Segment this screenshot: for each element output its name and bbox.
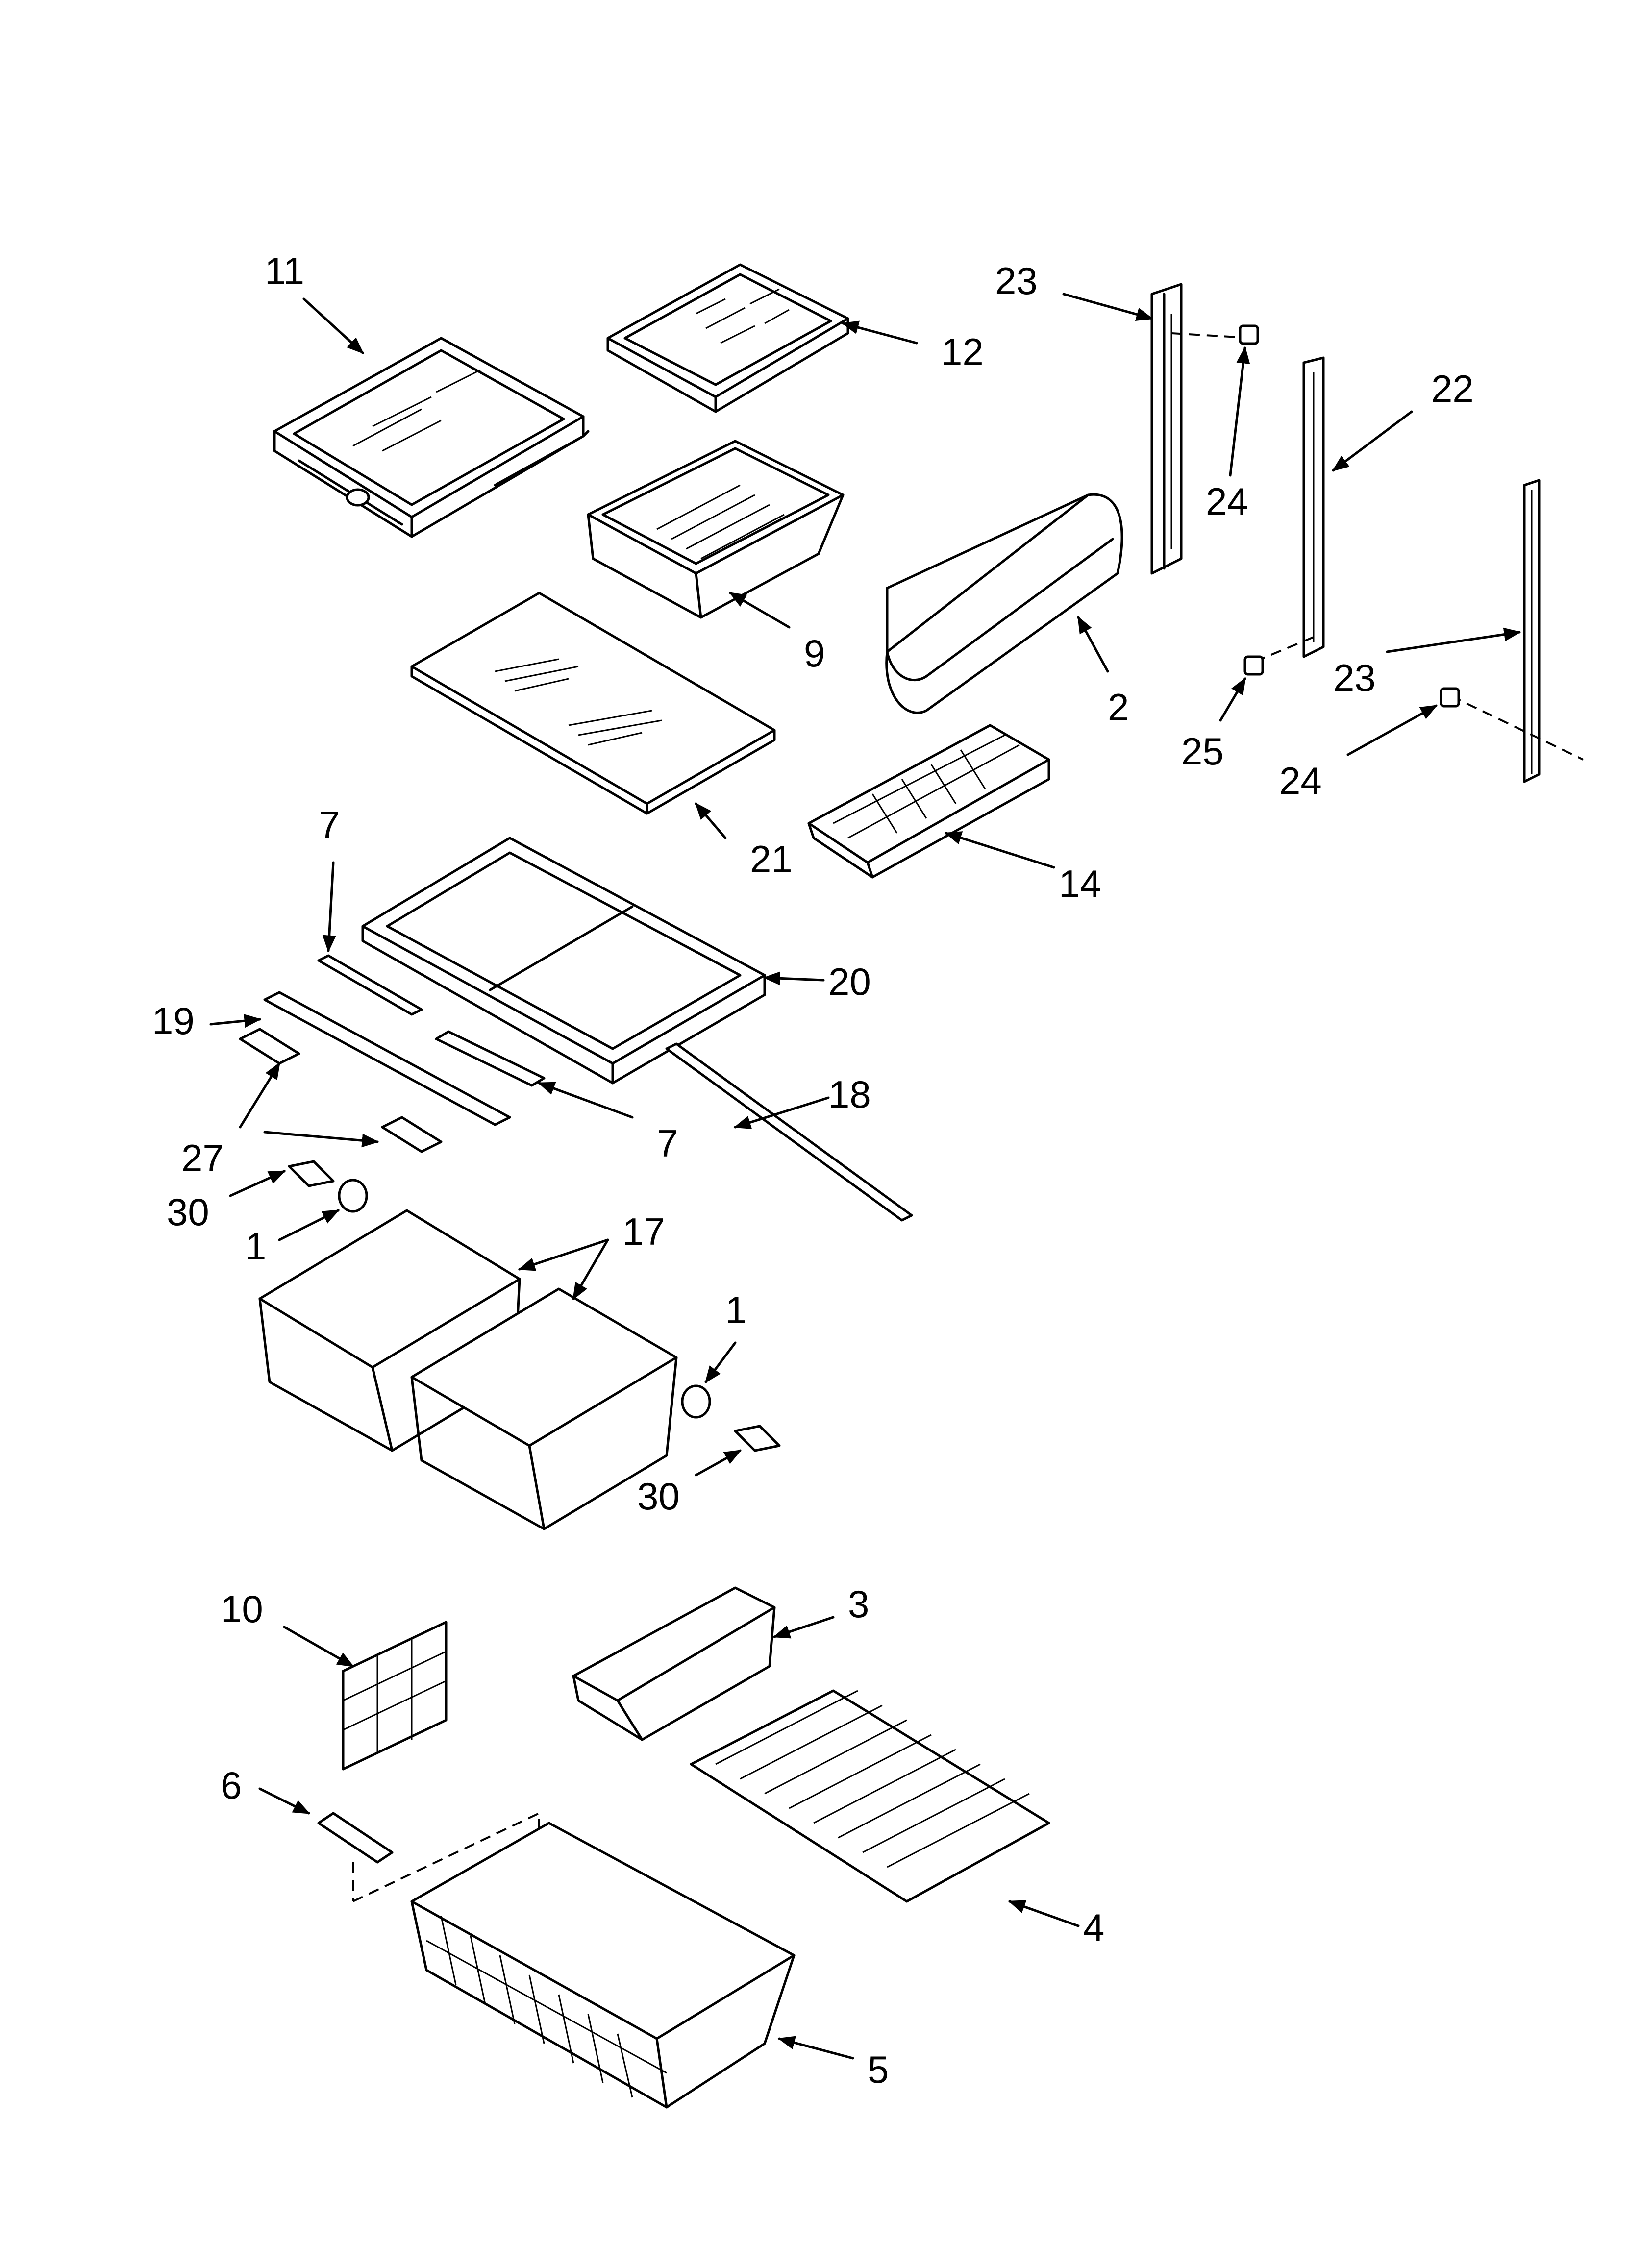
- label-3: 3: [848, 1582, 869, 1626]
- label-30-right: 30: [637, 1475, 680, 1518]
- part-21-glass-plate: [410, 592, 776, 815]
- part-7-strip-upper: [317, 954, 423, 1016]
- part-4-wire-shelf: [690, 1689, 1050, 1903]
- label-4: 4: [1083, 1906, 1104, 1949]
- part-19-strip: [263, 991, 511, 1126]
- part-17-crisper-left: [258, 1209, 521, 1452]
- part-17-crisper-right: [410, 1287, 678, 1530]
- label-1-right: 1: [725, 1288, 746, 1331]
- part-30-screw-right: [734, 1425, 781, 1452]
- label-14: 14: [1059, 862, 1101, 905]
- part-10-divider: [342, 1621, 448, 1771]
- part-14-ice-tray: [807, 724, 1050, 879]
- part-30-screw-left: [288, 1160, 335, 1187]
- label-22: 22: [1431, 367, 1474, 410]
- label-17: 17: [622, 1210, 665, 1253]
- label-23-top: 23: [995, 259, 1038, 302]
- part-23-rail-right: [1523, 479, 1541, 783]
- label-12: 12: [941, 330, 984, 373]
- label-27: 27: [181, 1136, 224, 1180]
- part-27-clip-b: [381, 1116, 443, 1153]
- label-18: 18: [828, 1073, 871, 1116]
- callout-labels: 11 12 9 21 2 14 23 24 22 23 25 24 7 20 1…: [152, 249, 1474, 2091]
- part-20-crisper-cover: [361, 837, 766, 1085]
- label-21: 21: [750, 838, 793, 881]
- label-9: 9: [804, 632, 825, 675]
- part-7-strip-lower: [435, 1030, 546, 1087]
- label-11: 11: [265, 249, 304, 293]
- label-24-right: 24: [1279, 759, 1322, 802]
- part-12-small-shelf: [606, 263, 849, 413]
- label-30-left: 30: [167, 1190, 209, 1233]
- part-23-rail-left: [1150, 283, 1183, 575]
- part-1-bushing-right: [681, 1384, 711, 1419]
- part-2-cover: [885, 493, 1123, 714]
- label-7-top: 7: [319, 803, 340, 846]
- label-7-bottom: 7: [657, 1122, 678, 1165]
- part-3-bin: [572, 1586, 776, 1741]
- screw-25: [1243, 655, 1264, 676]
- label-24-top: 24: [1206, 480, 1248, 523]
- part-5-wire-basket: [410, 1822, 796, 2109]
- part-1-bushing-left: [338, 1179, 368, 1213]
- label-6: 6: [221, 1764, 242, 1807]
- leader-lines: [209, 293, 1521, 2060]
- screw-24a: [1239, 324, 1259, 345]
- label-2: 2: [1108, 686, 1129, 729]
- label-5: 5: [868, 2048, 889, 2091]
- label-20: 20: [828, 960, 871, 1003]
- label-10: 10: [221, 1587, 263, 1630]
- label-19: 19: [152, 999, 195, 1042]
- part-18-rod: [665, 1042, 913, 1222]
- part-9-drawer: [587, 440, 845, 619]
- part-22-rail-center: [1302, 356, 1325, 658]
- part-27-clip-a: [239, 1028, 300, 1065]
- screw-24b: [1440, 687, 1460, 708]
- label-1-left: 1: [245, 1225, 266, 1268]
- part-6-tube: [317, 1812, 394, 1864]
- label-23-right: 23: [1333, 656, 1376, 699]
- part-11-glass-shelf: [273, 337, 590, 538]
- label-25: 25: [1181, 730, 1224, 773]
